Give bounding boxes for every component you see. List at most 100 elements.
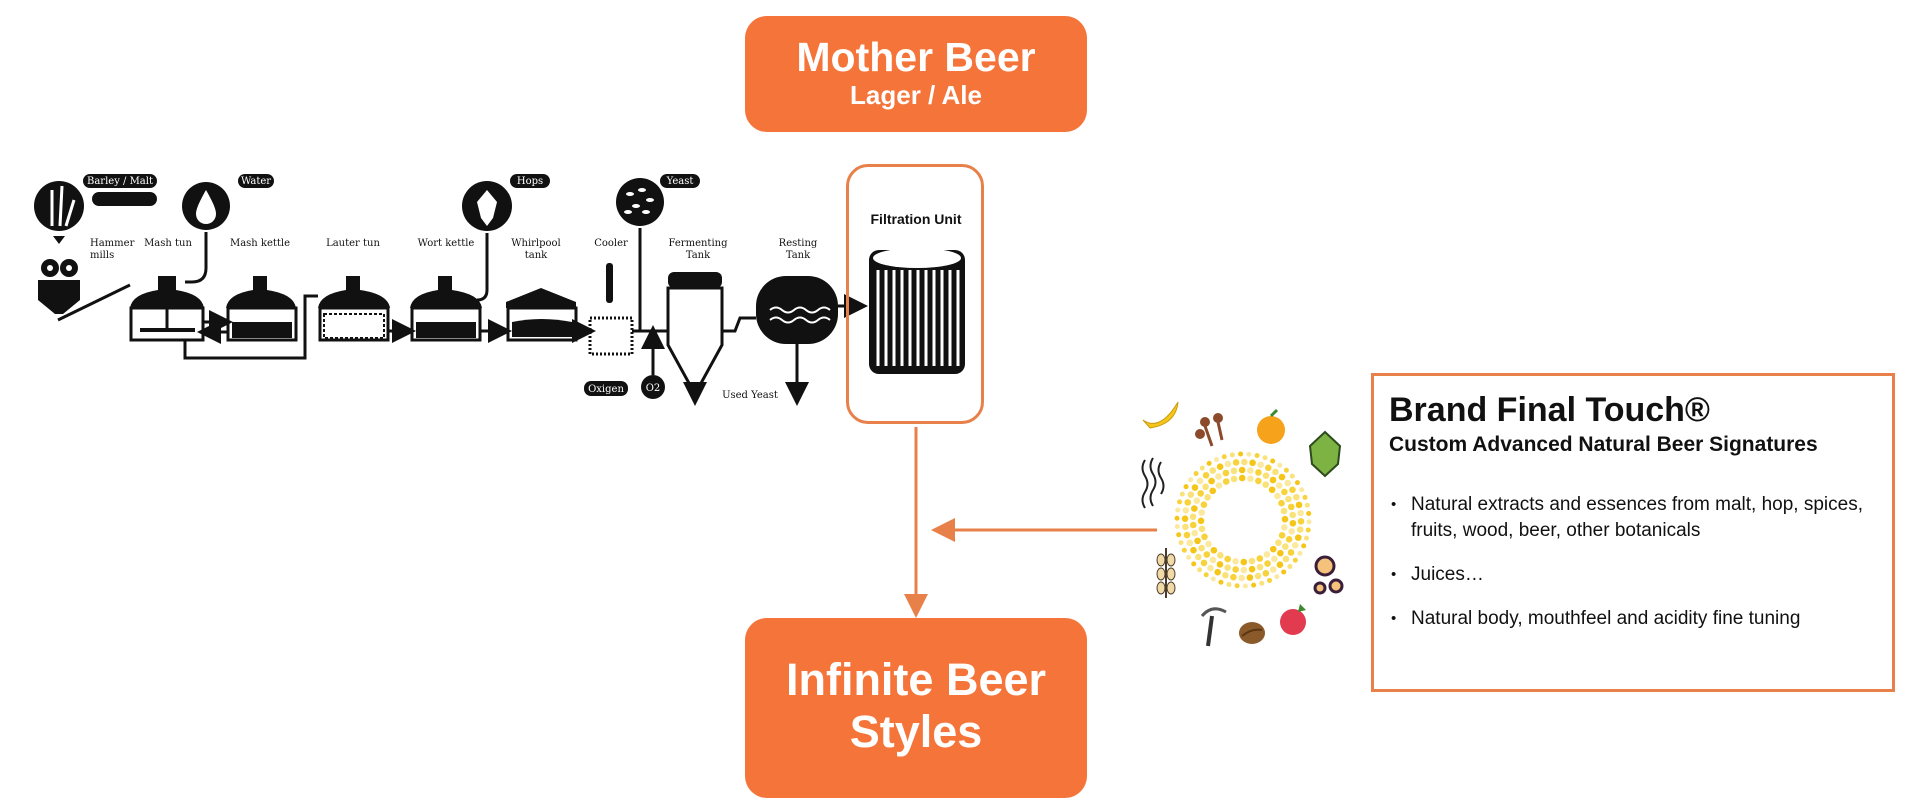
resting-tank-icon (756, 276, 838, 344)
fermenting-label: Fermenting (669, 238, 729, 249)
lauter-tun-label: Lauter tun (326, 238, 380, 249)
ring-dot (1240, 566, 1248, 574)
ring-dot (1272, 468, 1279, 476)
ring-dot (1248, 565, 1256, 573)
hops-label: Hops (517, 176, 543, 187)
ring-dot (1197, 490, 1204, 497)
ring-dot (1205, 540, 1212, 548)
cooler-icon (588, 263, 634, 356)
oxygen-input: Oxigen O2 (584, 375, 665, 399)
ring-dot (1283, 467, 1289, 473)
ring-dot (1216, 463, 1224, 470)
ring-dot (1293, 493, 1300, 501)
ring-dot (1263, 551, 1271, 558)
ring-dot (1176, 532, 1182, 538)
ring-dot (1209, 556, 1217, 564)
ring-dot (1281, 488, 1288, 496)
wort-kettle-label: Wort kettle (418, 238, 475, 249)
ring-dot (1175, 507, 1181, 513)
whirlpool-label-2: tank (525, 250, 548, 261)
ring-dot (1224, 555, 1231, 563)
wort-kettle-icon (410, 276, 482, 342)
ring-dot (1274, 492, 1281, 500)
ring-dot (1182, 523, 1189, 531)
whirlpool-tank-icon (506, 288, 578, 342)
ring-dot (1208, 477, 1215, 485)
ring-dot (1262, 455, 1268, 461)
ring-dot (1210, 576, 1216, 582)
ring-dot (1270, 458, 1276, 464)
ring-dot (1280, 507, 1288, 515)
ring-dot (1186, 554, 1192, 560)
ring-dot (1213, 457, 1219, 463)
ring-dot (1241, 458, 1248, 466)
ring-dot (1262, 570, 1270, 577)
ring-dot (1186, 539, 1193, 547)
ring-dot (1183, 484, 1189, 490)
ring-dot (1302, 494, 1308, 500)
ring-dot (1271, 555, 1278, 563)
ring-dot (1203, 572, 1209, 578)
ring-dot (1209, 467, 1217, 474)
ring-dot (1281, 515, 1289, 523)
ring-dot (1230, 475, 1238, 483)
ring-dot (1303, 535, 1309, 541)
ring-dot (1193, 497, 1201, 505)
mother-beer-box: Mother Beer Lager / Ale (745, 16, 1087, 132)
ring-dot (1247, 475, 1254, 482)
used-yeast-label: Used Yeast (722, 390, 778, 401)
ring-dot (1222, 478, 1230, 485)
mash-tun-icon (129, 276, 205, 342)
ring-dot (1209, 487, 1217, 495)
cooler-label: Cooler (594, 238, 628, 249)
ring-dot (1182, 507, 1190, 514)
ring-dot (1196, 477, 1204, 485)
ring-dot (1304, 502, 1310, 508)
ring-dot (1275, 539, 1282, 546)
ring-dot (1214, 568, 1221, 576)
ring-dot (1296, 526, 1304, 533)
ingredient-dot-ring (1174, 451, 1312, 589)
mother-beer-title: Mother Beer (796, 34, 1036, 80)
pipes (183, 294, 868, 406)
ring-dot (1262, 472, 1270, 479)
filtration-unit-box (846, 164, 984, 424)
ring-dot (1294, 480, 1300, 486)
ring-dot (1268, 486, 1276, 494)
ring-dot (1285, 535, 1293, 543)
ring-dot (1238, 474, 1246, 482)
ring-dot (1282, 543, 1289, 550)
yeast-input: Yeast (616, 174, 700, 331)
ring-dot (1174, 524, 1180, 530)
ring-dot (1291, 542, 1299, 549)
ring-dot (1216, 561, 1224, 568)
ring-dot (1197, 567, 1203, 573)
ring-dot (1255, 469, 1262, 476)
ring-dot (1194, 537, 1201, 545)
ring-dot (1257, 461, 1264, 469)
ring-dot (1289, 511, 1297, 519)
ring-dot (1306, 510, 1312, 516)
ring-dot (1218, 579, 1224, 585)
ring-dot (1278, 473, 1286, 481)
ring-dot (1199, 465, 1205, 471)
ring-dot (1242, 583, 1248, 589)
ring-dot (1238, 451, 1244, 457)
ring-dot (1217, 552, 1224, 559)
orange-icon (1257, 408, 1285, 444)
ring-dot (1274, 574, 1280, 580)
o2-label: O2 (646, 383, 661, 394)
ring-dot (1297, 509, 1304, 517)
infinite-beer-styles-title: Infinite Beer Styles (785, 654, 1047, 757)
ring-dot (1184, 499, 1192, 506)
ring-dot (1249, 459, 1256, 467)
ring-dot (1287, 549, 1295, 556)
ring-dot (1276, 561, 1284, 569)
ring-dot (1198, 509, 1205, 516)
ring-dot (1281, 569, 1287, 575)
ring-dot (1297, 550, 1303, 556)
ring-dot (1288, 528, 1295, 535)
ring-dot (1177, 499, 1183, 505)
ring-dot (1305, 527, 1311, 533)
ring-dot (1197, 517, 1205, 525)
